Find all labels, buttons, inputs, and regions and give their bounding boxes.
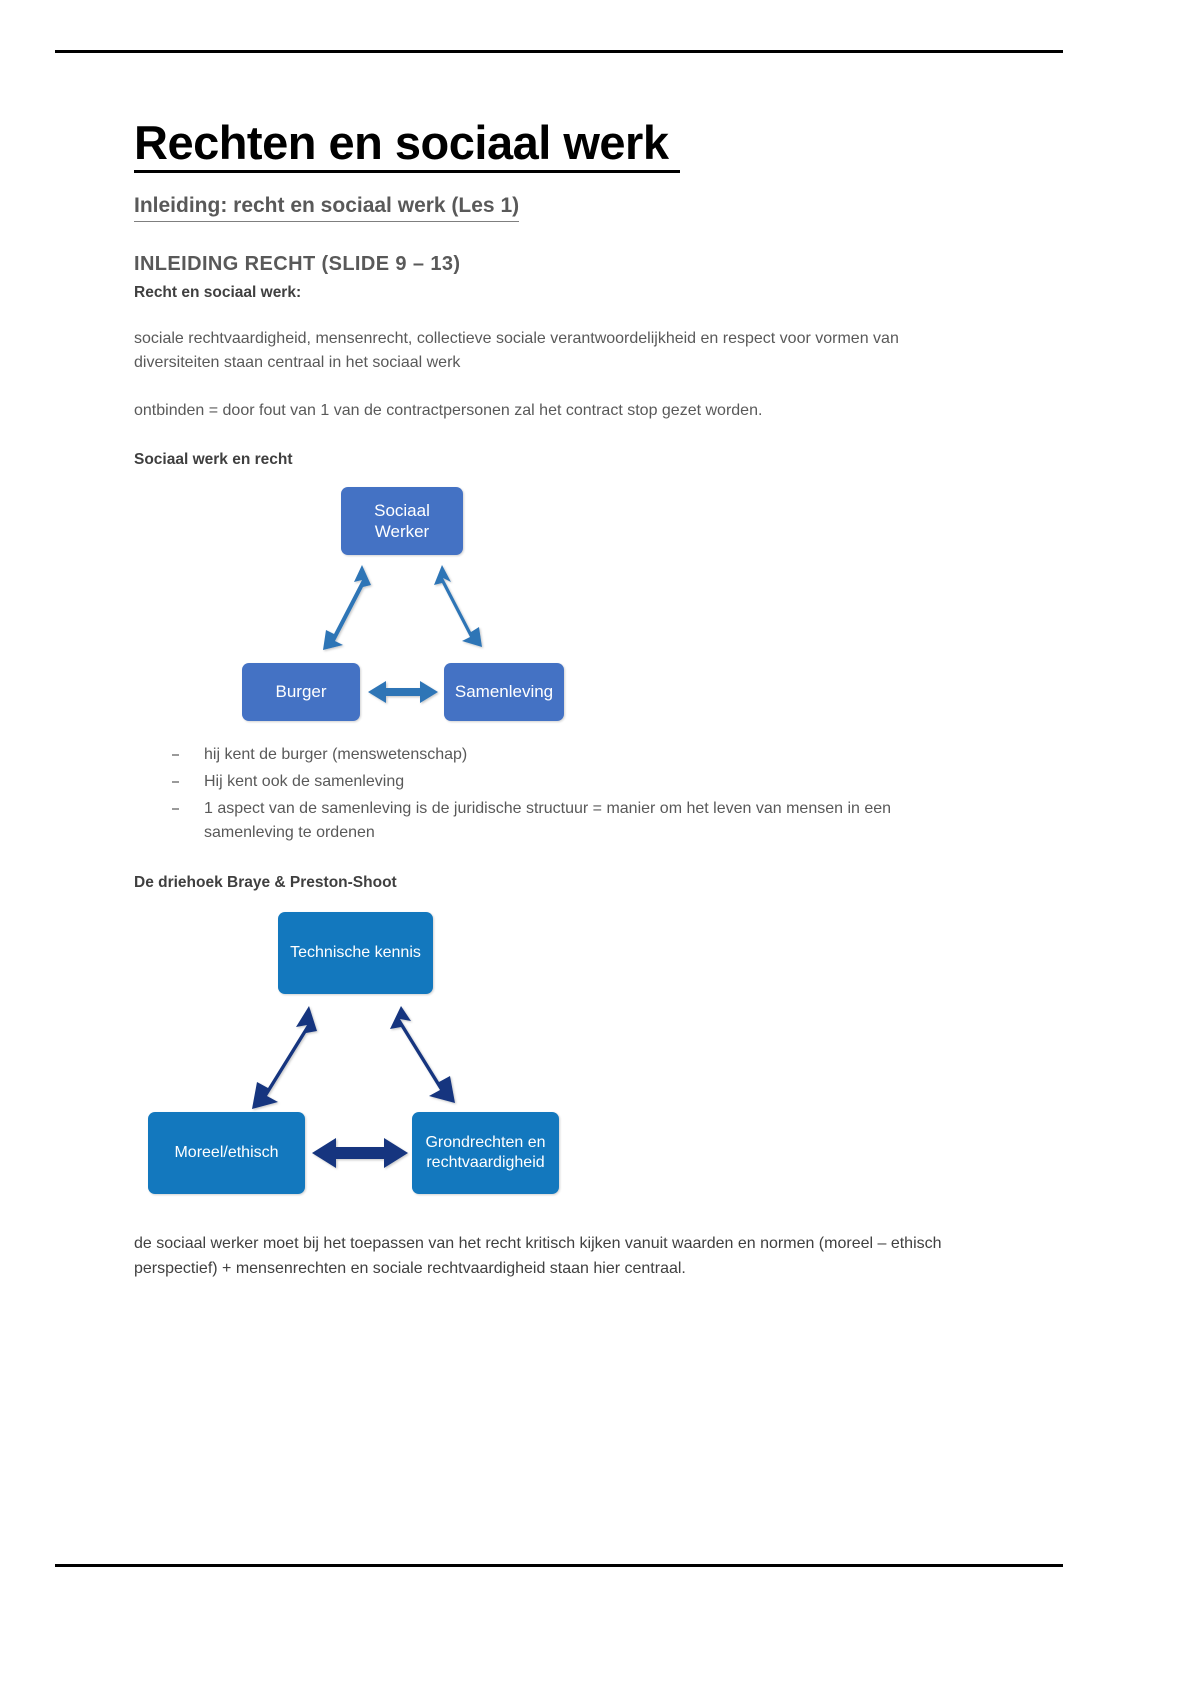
arrow-moreel-grondrechten bbox=[312, 1137, 408, 1168]
list-item: Hij kent ook de samenleving bbox=[168, 770, 984, 795]
footer-rule bbox=[55, 1564, 1063, 1567]
page-subtitle: Inleiding: recht en sociaal werk (Les 1) bbox=[134, 193, 520, 222]
diagram-1-node-samenleving: Samenleving bbox=[444, 662, 564, 721]
arrow-burger-samenleving bbox=[368, 680, 438, 703]
node-line-1: Grondrechten en bbox=[425, 1133, 546, 1151]
closing-paragraph: de sociaal werker moet bij het toepassen… bbox=[134, 1234, 942, 1277]
list-item: hij kent de burger (menswetenschap) bbox=[168, 743, 984, 768]
diagram-2-node-grondrechten: Grondrechten en rechtvaardigheid bbox=[412, 1111, 559, 1194]
arrow-kennis-moreel bbox=[252, 1005, 317, 1109]
list-item: 1 aspect van de samenleving is de juridi… bbox=[168, 797, 984, 847]
diagram-1-node-burger: Burger bbox=[242, 662, 360, 721]
document-content: Rechten en sociaal werk Inleiding: recht… bbox=[134, 118, 984, 1281]
lead-bold-text: Recht en sociaal werk: bbox=[134, 283, 302, 301]
diagram-sociaal-werk-en-recht: Sociaal Werker Burger Samenleving bbox=[204, 485, 604, 735]
diagram-2-node-grondrechten-label: Grondrechten en rechtvaardigheid bbox=[425, 1133, 545, 1173]
node-line-2: Werker bbox=[374, 521, 430, 541]
diagram-1-node-sociaal-werker-label: Sociaal Werker bbox=[374, 500, 430, 543]
section-heading: INLEIDING RECHT (SLIDE 9 – 13) bbox=[134, 252, 461, 275]
page-title-wrapper: Rechten en sociaal werk bbox=[134, 118, 984, 175]
arrow-werker-samenleving bbox=[434, 564, 482, 647]
diagram-driehoek-braye-preston-shoot: Technische kennis Moreel/ethisch Grondre… bbox=[144, 910, 584, 1210]
subheading-driehoek-braye-preston-shoot: De driehoek Braye & Preston-Shoot bbox=[134, 874, 397, 892]
node-line-2: rechtvaardigheid bbox=[426, 1153, 545, 1171]
header-rule bbox=[55, 50, 1063, 53]
page-subtitle-wrapper: Inleiding: recht en sociaal werk (Les 1) bbox=[134, 175, 984, 222]
diagram-2-node-technische-kennis: Technische kennis bbox=[278, 911, 433, 994]
paragraph-2: ontbinden = door fout van 1 van de contr… bbox=[134, 402, 763, 420]
page-title: Rechten en sociaal werk bbox=[134, 118, 681, 174]
node-line-1: Sociaal bbox=[374, 500, 430, 520]
diagram-1-node-sociaal-werker: Sociaal Werker bbox=[341, 486, 463, 555]
diagram-2-node-moreel-ethisch: Moreel/ethisch bbox=[148, 1111, 305, 1194]
diagram-2-arrows bbox=[252, 1005, 455, 1168]
subheading-sociaal-werk-en-recht: Sociaal werk en recht bbox=[134, 451, 293, 469]
diagram-1-arrows bbox=[323, 564, 482, 703]
arrow-kennis-grondrechten bbox=[390, 1005, 455, 1103]
paragraph-1: sociale rechtvaardigheid, mensenrecht, c… bbox=[134, 330, 899, 372]
arrow-werker-burger bbox=[323, 564, 371, 650]
bullet-list: hij kent de burger (menswetenschap) Hij … bbox=[134, 743, 984, 846]
